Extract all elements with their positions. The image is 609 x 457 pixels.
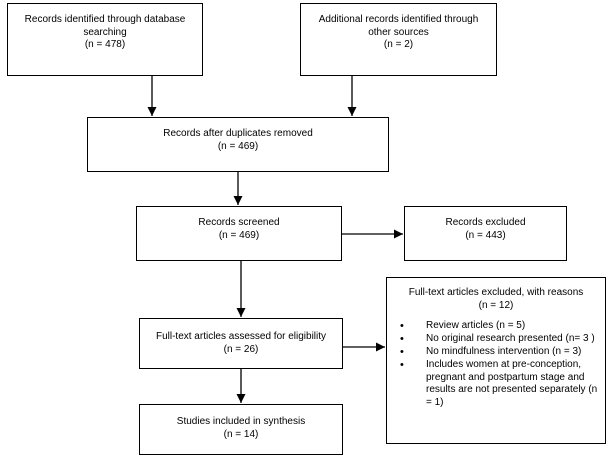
full-text-excluded-count: (n = 12) [478, 299, 514, 311]
additional-records-label-1: Additional records identified through [318, 14, 479, 25]
exclusion-reason-item: Review articles (n = 5) [387, 320, 601, 333]
duplicates-removed-label: Records after duplicates removed [163, 128, 313, 139]
exclusion-reason-item: No original research presented (n= 3 ) [387, 333, 601, 346]
records-identified-database-box: Records identified through database sear… [7, 3, 203, 76]
records-identified-label-2: searching [83, 26, 127, 38]
records-screened-count: (n = 469) [218, 229, 260, 241]
duplicates-removed-box: Records after duplicates removed (n = 46… [87, 117, 389, 172]
records-identified-count: (n = 478) [84, 39, 126, 50]
studies-included-count: (n = 14) [223, 428, 259, 440]
exclusion-reason-item: No mindfulness intervention (n = 3) [387, 346, 601, 359]
records-excluded-label: Records excluded [445, 217, 526, 228]
additional-records-count: (n = 2) [383, 39, 414, 50]
additional-records-box: Additional records identified through ot… [300, 3, 497, 76]
full-text-assessed-box: Full-text articles assessed for eligibil… [139, 318, 343, 369]
full-text-excluded-box: Full-text articles excluded, with reason… [386, 277, 606, 444]
duplicates-removed-count: (n = 469) [217, 140, 259, 152]
records-excluded-count: (n = 443) [465, 229, 506, 241]
full-text-excluded-title: Full-text articles excluded, with reason… [408, 287, 584, 298]
studies-included-box: Studies included in synthesis (n = 14) [139, 404, 343, 455]
records-identified-label-1: Records identified through database [24, 14, 186, 25]
studies-included-label: Studies included in synthesis [176, 416, 306, 427]
records-screened-label: Records screened [198, 217, 280, 228]
exclusion-reason-item: Includes women at pre-conception, pregna… [387, 359, 601, 409]
full-text-assessed-count: (n = 26) [223, 343, 259, 355]
full-text-assessed-label: Full-text articles assessed for eligibil… [155, 331, 327, 342]
exclusion-reasons-list: Review articles (n = 5) No original rese… [387, 320, 605, 409]
records-excluded-box: Records excluded (n = 443) [404, 206, 567, 261]
additional-records-label-2: other sources [368, 26, 429, 38]
records-screened-box: Records screened (n = 469) [136, 206, 342, 261]
